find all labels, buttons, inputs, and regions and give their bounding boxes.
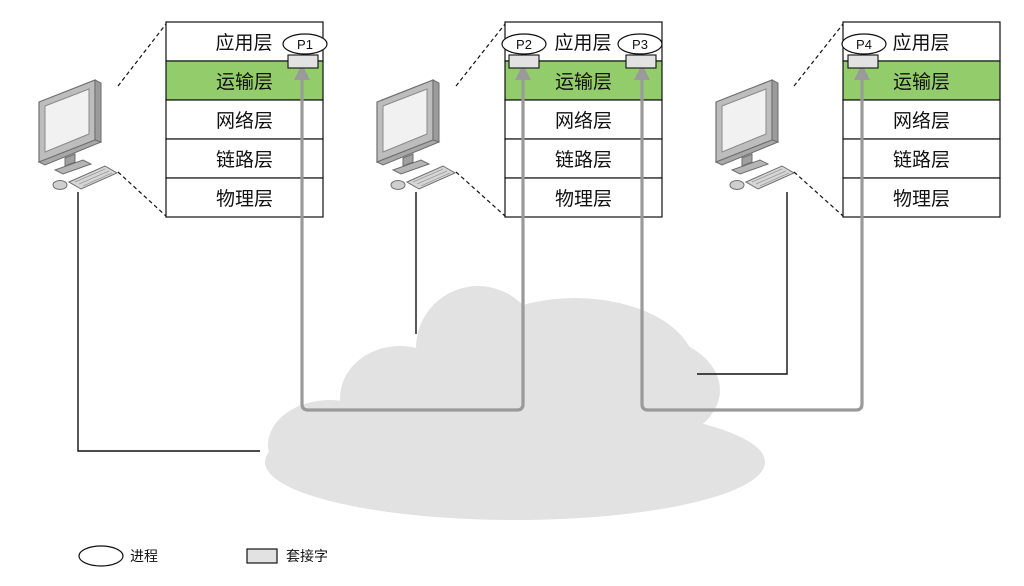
- socket-rect: [625, 54, 657, 69]
- process-label: P1: [297, 37, 313, 52]
- layer-box: [842, 138, 1001, 179]
- socket-rect: [847, 54, 879, 69]
- process-label: P2: [516, 37, 532, 52]
- socket-rect: [508, 54, 540, 69]
- layer-label: 运输层: [216, 71, 273, 93]
- layer-label: 运输层: [893, 71, 950, 93]
- layer-label: 链路层: [893, 149, 950, 171]
- layer-box: [842, 177, 1001, 218]
- layer-label: 网络层: [555, 110, 612, 132]
- socket-legend-label: 套接字: [286, 548, 328, 565]
- socket-legend-icon: [246, 548, 278, 564]
- layer-box: [504, 138, 663, 179]
- process-ellipse: [501, 33, 547, 55]
- layer-label: 链路层: [216, 149, 273, 171]
- layer-box: [504, 177, 663, 218]
- logical-path-p1-p2: [294, 64, 531, 412]
- layer-label: 应用层: [215, 32, 272, 54]
- logical-path-p3-p4: [634, 64, 870, 412]
- layer-box: [504, 99, 663, 140]
- layer-label: 物理层: [216, 188, 273, 210]
- zoom-lines: [117, 23, 844, 217]
- computer-icon: [376, 79, 456, 191]
- computer-icon: [715, 79, 795, 191]
- process-legend-label: 进程: [130, 549, 158, 565]
- layer-label: 物理层: [893, 188, 950, 210]
- layer-label: 应用层: [892, 32, 949, 54]
- layer-label: 网络层: [216, 110, 273, 132]
- layer-box: [165, 138, 324, 179]
- logical-paths: [294, 64, 870, 412]
- process-label: P3: [632, 37, 648, 52]
- computer-icon: [38, 79, 118, 191]
- process-label: P4: [856, 37, 872, 52]
- layer-box: [165, 177, 324, 218]
- network-cloud: [265, 286, 765, 520]
- layer-box: [842, 99, 1001, 140]
- process-ellipse: [617, 33, 663, 55]
- layer-label: 链路层: [555, 149, 612, 171]
- layer-label: 运输层: [555, 71, 612, 93]
- layer-label: 应用层: [554, 32, 611, 54]
- layer-box: [165, 99, 324, 140]
- process-ellipse: [841, 33, 887, 55]
- legend: 进程 套接字: [78, 545, 328, 567]
- connection-lines: [77, 192, 788, 452]
- process-ellipse: [282, 33, 328, 55]
- layer-label: 网络层: [893, 110, 950, 132]
- socket-rect: [287, 54, 319, 69]
- layer-label: 物理层: [555, 188, 612, 210]
- process-legend-icon: [78, 545, 124, 567]
